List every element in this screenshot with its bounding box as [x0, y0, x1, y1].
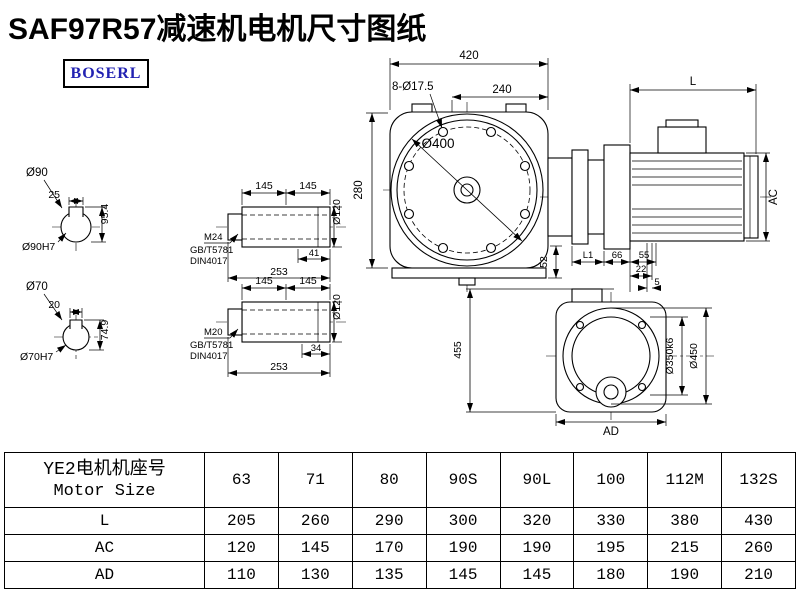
- dim-l1: L1: [583, 250, 594, 261]
- motor-dimension-table: YE2电机机座号 Motor Size 63 71 80 90S 90L 100…: [4, 452, 796, 589]
- dim-5: 5: [654, 277, 659, 288]
- size-column-header: 71: [277, 452, 353, 508]
- label-std1-bottom: GB/T5781: [190, 340, 233, 351]
- row-label-AC: AC: [4, 534, 205, 562]
- value-cell: 300: [425, 507, 501, 535]
- motor-size-label-en: Motor Size: [53, 481, 156, 501]
- front-view: 420 8-Ø17.5 240 Ø400 280 52: [353, 50, 562, 292]
- dim-22: 22: [636, 264, 647, 275]
- value-cell: 210: [721, 561, 796, 589]
- size-column-header: 132S: [721, 452, 796, 508]
- value-cell: 320: [499, 507, 575, 535]
- dim-total-len-bottom: 253: [270, 361, 288, 373]
- dim-240: 240: [492, 84, 511, 96]
- value-cell: 170: [351, 534, 427, 562]
- dim-66: 66: [612, 250, 623, 261]
- value-cell: 190: [425, 534, 501, 562]
- size-column-header: 90S: [425, 452, 501, 508]
- dim-flange-outer-dia: Ø450: [688, 343, 700, 369]
- value-cell: 380: [647, 507, 723, 535]
- dim-len2-bottom: 145: [299, 275, 317, 287]
- size-column-header: 100: [573, 452, 649, 508]
- value-cell: 290: [351, 507, 427, 535]
- value-cell: 110: [204, 561, 279, 589]
- dim-52: 52: [538, 256, 550, 268]
- flange-view: 455 Ø350k6 Ø450 AD: [452, 282, 714, 438]
- value-cell: 130: [277, 561, 353, 589]
- brand-logo-text: BOSERL: [70, 64, 142, 82]
- dim-total-len-top: 253: [270, 266, 288, 278]
- dim-bore-bottom: Ø70: [26, 281, 48, 293]
- dim-thread-len-bottom: 34: [311, 343, 322, 354]
- motor-side-view: L AC L1 66 55 22 5: [540, 76, 780, 292]
- dim-key-width-bottom: 20: [48, 299, 60, 311]
- label-std2-bottom: DIN4017: [190, 351, 228, 362]
- value-cell: 135: [351, 561, 427, 589]
- shaft-hole-detail-bottom: Ø70 20 74.9 Ø70H7: [20, 281, 111, 363]
- label-thread-top: M24: [204, 232, 222, 243]
- dim-motor-length: L: [690, 76, 697, 88]
- value-cell: 215: [647, 534, 723, 562]
- label-bore-fit-top: Ø90H7: [22, 241, 55, 253]
- dim-shaft-dia-bottom: Ø120: [331, 294, 343, 320]
- dim-key-height-bottom: 74.9: [99, 320, 111, 341]
- dim-420: 420: [459, 50, 478, 62]
- value-cell: 120: [204, 534, 279, 562]
- size-column-header: 80: [351, 452, 427, 508]
- shaft-section-bottom: 145 145 Ø120 M20 GB/T5781 DIN4017 34 253: [190, 275, 346, 377]
- table-row-L: L 205 260 290 300 320 330 380 430: [4, 507, 796, 535]
- dim-455: 455: [452, 341, 464, 359]
- size-column-header: 63: [204, 452, 279, 508]
- shaft-hole-detail-top: Ø90 25 95.4 Ø90H7: [22, 167, 111, 253]
- table-row-AC: AC 120 145 170 190 190 195 215 260: [4, 534, 796, 562]
- value-cell: 145: [425, 561, 501, 589]
- table-header-row: YE2电机机座号 Motor Size 63 71 80 90S 90L 100…: [4, 452, 796, 508]
- size-column-header: 112M: [647, 452, 723, 508]
- dim-len1-bottom: 145: [255, 275, 273, 287]
- value-cell: 205: [204, 507, 279, 535]
- value-cell: 330: [573, 507, 649, 535]
- value-cell: 145: [277, 534, 353, 562]
- motor-size-label-cn: YE2电机机座号: [43, 459, 166, 480]
- label-std1-top: GB/T5781: [190, 245, 233, 256]
- shaft-section-top: 145 145 Ø120 M24 GB/T5781 DIN4017 41 253: [190, 180, 346, 282]
- motor-size-header-cell: YE2电机机座号 Motor Size: [4, 452, 205, 508]
- dim-280: 280: [353, 180, 365, 199]
- value-cell: 180: [573, 561, 649, 589]
- dim-motor-height: AC: [768, 189, 780, 205]
- value-cell: 195: [573, 534, 649, 562]
- row-label-L: L: [4, 507, 205, 535]
- dim-spigot-dia: Ø350k6: [664, 337, 676, 374]
- dim-thread-len-top: 41: [309, 248, 320, 259]
- dim-key-height-top: 95.4: [99, 204, 111, 225]
- dim-len1-top: 145: [255, 180, 273, 192]
- dim-main-dia: Ø400: [421, 136, 454, 151]
- dim-bolt-holes: 8-Ø17.5: [392, 81, 434, 93]
- value-cell: 190: [499, 534, 575, 562]
- label-std2-top: DIN4017: [190, 256, 228, 267]
- dim-key-width-top: 25: [48, 189, 60, 201]
- value-cell: 190: [647, 561, 723, 589]
- page-title: SAF97R57减速机电机尺寸图纸: [8, 13, 427, 46]
- dim-bore-top: Ø90: [26, 167, 48, 179]
- dim-shaft-dia-top: Ø120: [331, 199, 343, 225]
- value-cell: 260: [277, 507, 353, 535]
- label-bore-fit-bottom: Ø70H7: [20, 351, 53, 363]
- table-row-AD: AD 110 130 135 145 145 180 190 210: [4, 561, 796, 589]
- size-column-header: 90L: [499, 452, 575, 508]
- technical-drawing: 420 8-Ø17.5 240 Ø400 280 52: [20, 50, 780, 438]
- dim-ad: AD: [603, 426, 619, 438]
- dim-55: 55: [639, 250, 650, 261]
- row-label-AD: AD: [4, 561, 205, 589]
- value-cell: 145: [499, 561, 575, 589]
- value-cell: 430: [721, 507, 796, 535]
- brand-logo: BOSERL: [63, 59, 149, 88]
- dim-len2-top: 145: [299, 180, 317, 192]
- value-cell: 260: [721, 534, 796, 562]
- label-thread-bottom: M20: [204, 327, 222, 338]
